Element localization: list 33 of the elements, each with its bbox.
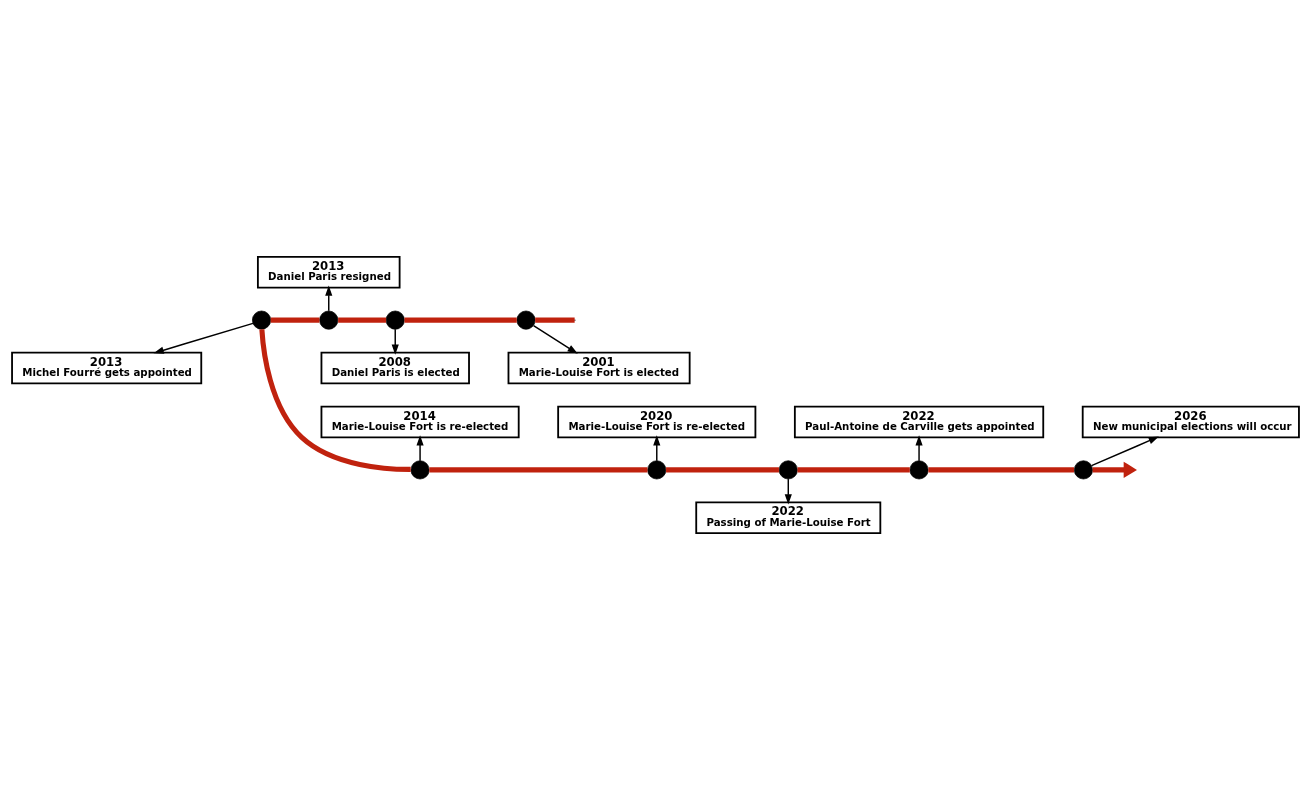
connector: [429, 466, 648, 472]
node-circle: [516, 310, 536, 330]
node-circle: [909, 459, 929, 479]
node-circle: [385, 310, 405, 330]
arrow: [653, 434, 661, 461]
node-circle: [252, 310, 272, 330]
arrow: [153, 322, 254, 354]
node-circle: [647, 459, 667, 479]
connector: [270, 317, 320, 323]
connector: [404, 317, 517, 323]
arrow: [416, 434, 424, 461]
node-circle: [778, 459, 798, 479]
connector: [535, 317, 575, 323]
connector: [928, 466, 1075, 472]
connector: [797, 466, 910, 472]
node-box: 2020 Marie-Louise Fort is re-elected: [557, 405, 757, 438]
connector: [338, 317, 387, 323]
node-box: 2022 Paul-Antoine de Carville gets appointed: [793, 405, 1045, 438]
arrow: [1092, 461, 1137, 478]
node-box: 2014 Marie-Louise Fort is re-elected: [320, 405, 520, 438]
node-box: 2001 Marie-Louise Fort is elected: [507, 351, 691, 384]
node-box: 2013 Michel Fourré gets appointed: [11, 351, 203, 384]
node-circle: [410, 459, 430, 479]
arrow: [915, 434, 923, 461]
node-box: 2026 New municipal elections will occur: [1081, 405, 1300, 438]
arrow: [532, 324, 578, 354]
connector: [666, 466, 779, 472]
node-box: 2013 Daniel Paris resigned: [256, 255, 401, 289]
node-circle: [1073, 459, 1093, 479]
node-circle: [319, 310, 339, 330]
arrow: [1090, 436, 1159, 466]
node-box: 2008 Daniel Paris is elected: [320, 351, 470, 384]
node-box: 2022 Passing of Marie-Louise Fort: [695, 500, 882, 534]
